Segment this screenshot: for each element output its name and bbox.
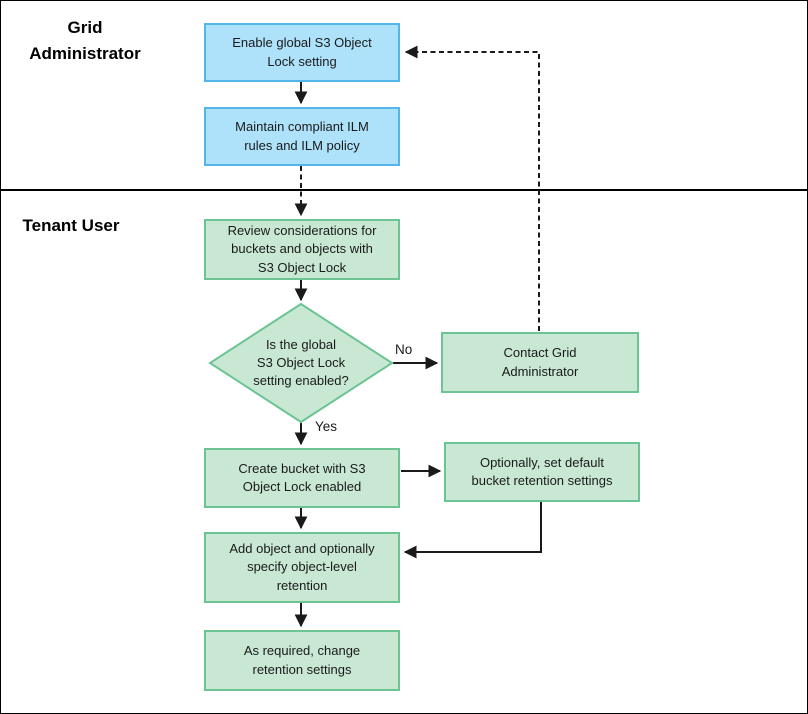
label-line: Object Lock enabled — [242, 479, 362, 494]
lane-label-grid-administrator: Grid Administrator — [20, 15, 150, 66]
label-line: Contact Grid — [503, 345, 577, 361]
node-maintain-compliant-ilm: Maintain compliant ILM rules and ILM pol… — [204, 107, 400, 166]
edge-default-retention-to-add-object — [403, 502, 542, 559]
label-line: Lock setting — [267, 53, 337, 69]
label-line: Add object and optionally — [229, 541, 375, 557]
label-line: rules and ILM policy — [244, 137, 360, 153]
node-review-considerations: Review considerations for buckets and ob… — [204, 219, 400, 280]
label-line: Optionally, set default — [479, 454, 605, 470]
label-line: Administrator — [29, 43, 141, 63]
label-line: retention — [276, 577, 328, 593]
label-line: Grid — [67, 18, 103, 37]
edge-label-no: No — [395, 342, 413, 357]
label-line: Is the global — [265, 337, 337, 352]
label-line: Administrator — [501, 363, 579, 379]
label-line: setting enabled? — [253, 373, 349, 389]
label-line: As required, change — [243, 643, 361, 659]
node-contact-grid-administrator: Contact Grid Administrator — [441, 332, 639, 393]
edge-label-yes: Yes — [315, 419, 338, 434]
node-create-bucket: Create bucket with S3 Object Lock enable… — [204, 448, 400, 508]
label-line: Tenant User — [22, 216, 120, 235]
label-line: retention settings — [252, 661, 352, 677]
label-line: Maintain compliant ILM — [235, 119, 369, 135]
node-set-default-bucket-retention: Optionally, set default bucket retention… — [444, 442, 640, 502]
label-line: Create bucket with S3 — [238, 460, 366, 476]
label-line: Review considerations for — [227, 223, 377, 239]
label-line: S3 Object Lock — [256, 355, 346, 371]
label-line: bucket retention settings — [471, 473, 613, 488]
node-enable-global-s3-object-lock: Enable global S3 Object Lock setting — [204, 23, 400, 82]
lane-label-tenant-user: Tenant User — [11, 213, 131, 239]
edge-contact-to-enable — [404, 45, 540, 331]
decision-diamond-shape — [208, 302, 394, 424]
node-change-retention-settings: As required, change retention settings — [204, 630, 400, 691]
node-decision-is-global-lock-enabled: Is the global S3 Object Lock setting ena… — [231, 336, 371, 391]
label-line: specify object-level — [247, 559, 357, 575]
label-line: buckets and objects with — [231, 241, 373, 257]
label-line: Enable global S3 Object — [232, 35, 372, 51]
node-add-object: Add object and optionally specify object… — [204, 532, 400, 603]
label-line: S3 Object Lock — [257, 259, 347, 275]
